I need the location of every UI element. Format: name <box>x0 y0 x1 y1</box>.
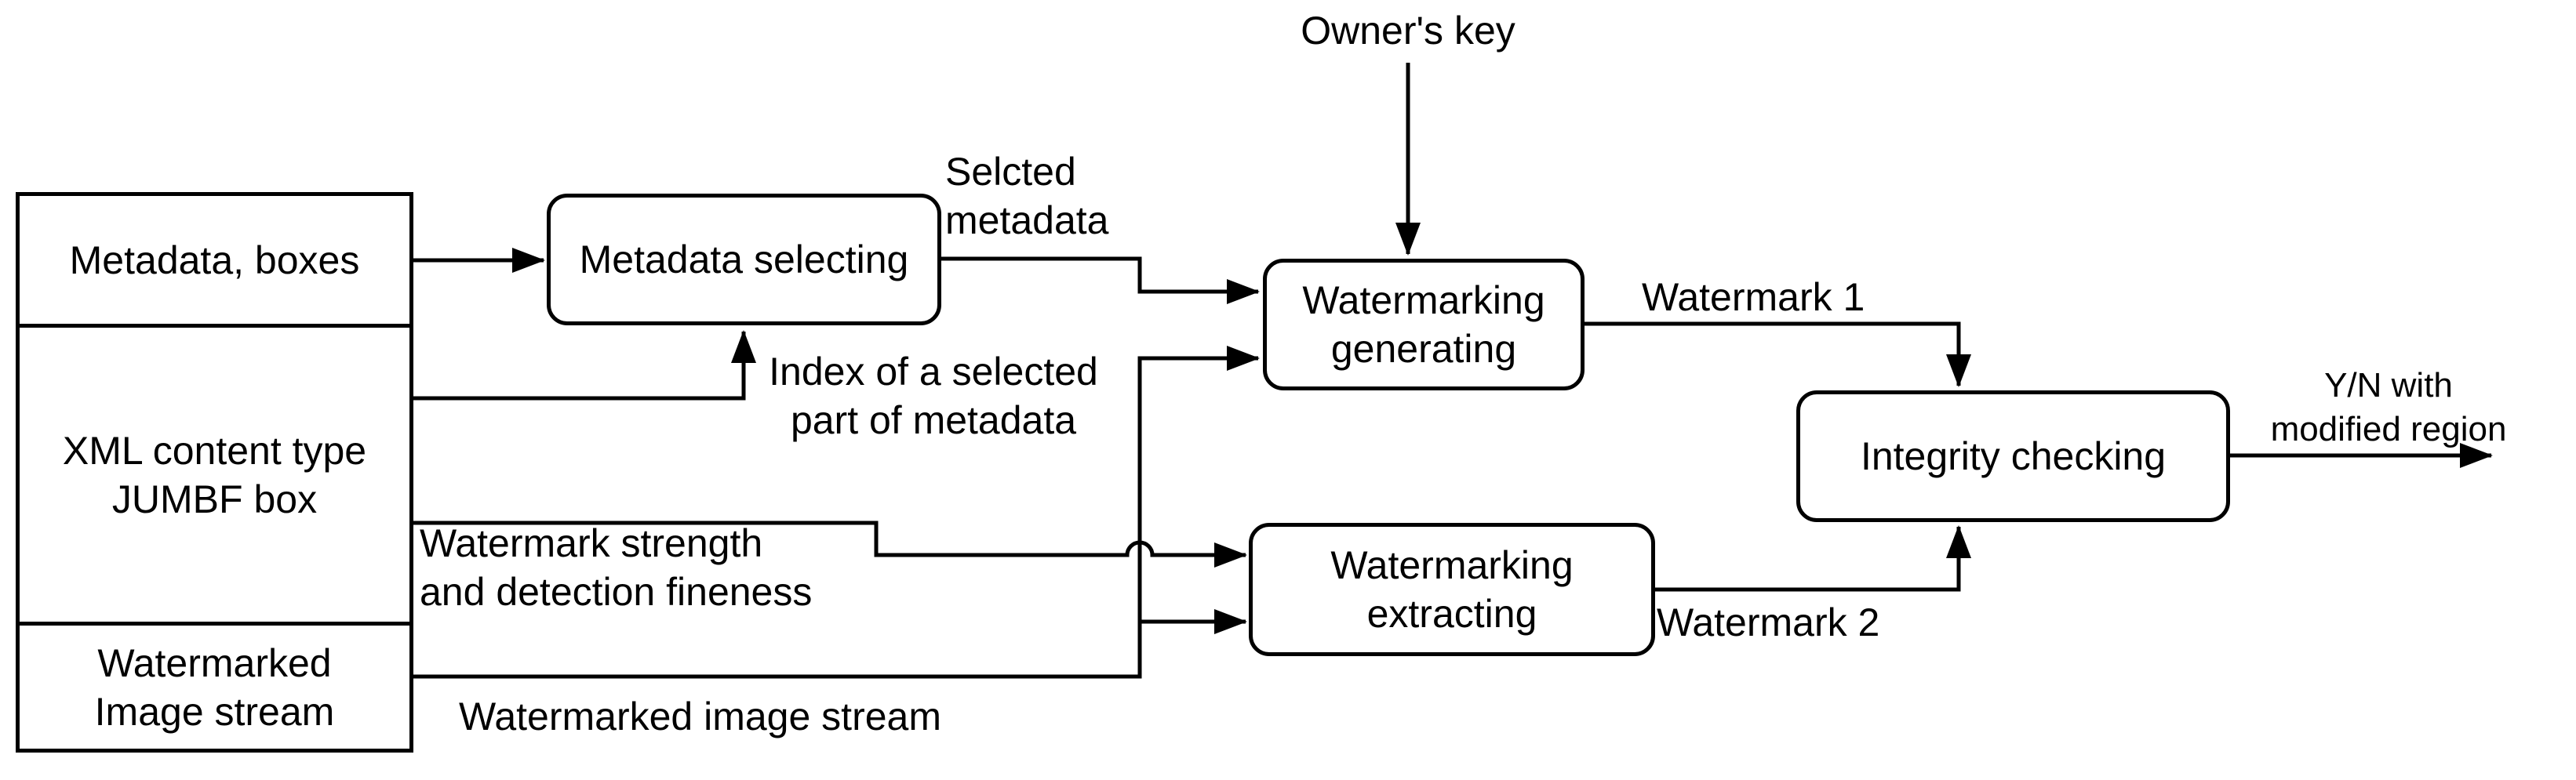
label-watermark-2: Watermark 2 <box>1657 600 1880 644</box>
node-xml-jumbf-box: XML content type JUMBF box <box>20 328 409 626</box>
node-metadata-selecting: Metadata selecting <box>547 194 941 325</box>
node-label-line2: Image stream <box>94 689 335 734</box>
label-line2: modified region <box>2270 410 2507 448</box>
label-line1: Watermark strength <box>420 521 763 565</box>
node-watermarking-generating: Watermarking generating <box>1263 259 1585 390</box>
label-line2: part of metadata <box>790 398 1077 442</box>
label-watermark-1: Watermark 1 <box>1642 275 1865 319</box>
label-selected-metadata: Selcted metadata <box>945 147 1108 245</box>
node-integrity-checking: Integrity checking <box>1796 390 2230 522</box>
connector-imagestream-to-generating <box>413 346 1260 679</box>
node-watermarking-extracting: Watermarking extracting <box>1249 523 1655 656</box>
node-watermarked-image-stream: Watermarked Image stream <box>20 626 409 749</box>
connector-selectedmetadata-to-generating <box>941 256 1260 304</box>
label-index-of-selected: Index of a selected part of metadata <box>753 347 1114 444</box>
node-label-line2: extracting <box>1366 592 1537 636</box>
label-watermark-strength: Watermark strength and detection finenes… <box>420 519 812 616</box>
connector-index-to-selecting <box>413 330 756 401</box>
label-line1: Y/N with <box>2324 366 2453 405</box>
label-line1: Selcted <box>945 150 1076 194</box>
connector-watermark1-to-integrity <box>1585 321 1971 387</box>
label-line2: and detection fineness <box>420 570 813 614</box>
node-label: Metadata, boxes <box>69 238 360 282</box>
label-line1: Index of a selected <box>769 350 1098 394</box>
label-watermarked-image-stream: Watermarked image stream <box>459 695 941 738</box>
label-line2: metadata <box>945 198 1109 242</box>
node-label-line1: Watermarking <box>1302 278 1545 322</box>
node-label: Metadata selecting <box>579 238 909 281</box>
label-owners-key: Owner's key <box>1301 9 1515 53</box>
label-yn-output: Y/N with modified region <box>2232 364 2545 452</box>
input-stack: Metadata, boxes XML content type JUMBF b… <box>16 192 413 753</box>
node-label: Integrity checking <box>1860 434 2167 478</box>
connector-strength-to-extracting <box>413 521 1247 568</box>
node-metadata-boxes: Metadata, boxes <box>20 196 409 328</box>
node-label-line1: Watermarked <box>97 640 332 685</box>
node-label-line1: XML content type <box>62 428 367 473</box>
node-label-line2: JUMBF box <box>111 477 318 521</box>
node-label-line2: generating <box>1330 327 1517 371</box>
node-label-line1: Watermarking <box>1330 543 1574 587</box>
connector-watermark2-to-integrity <box>1655 525 1971 592</box>
